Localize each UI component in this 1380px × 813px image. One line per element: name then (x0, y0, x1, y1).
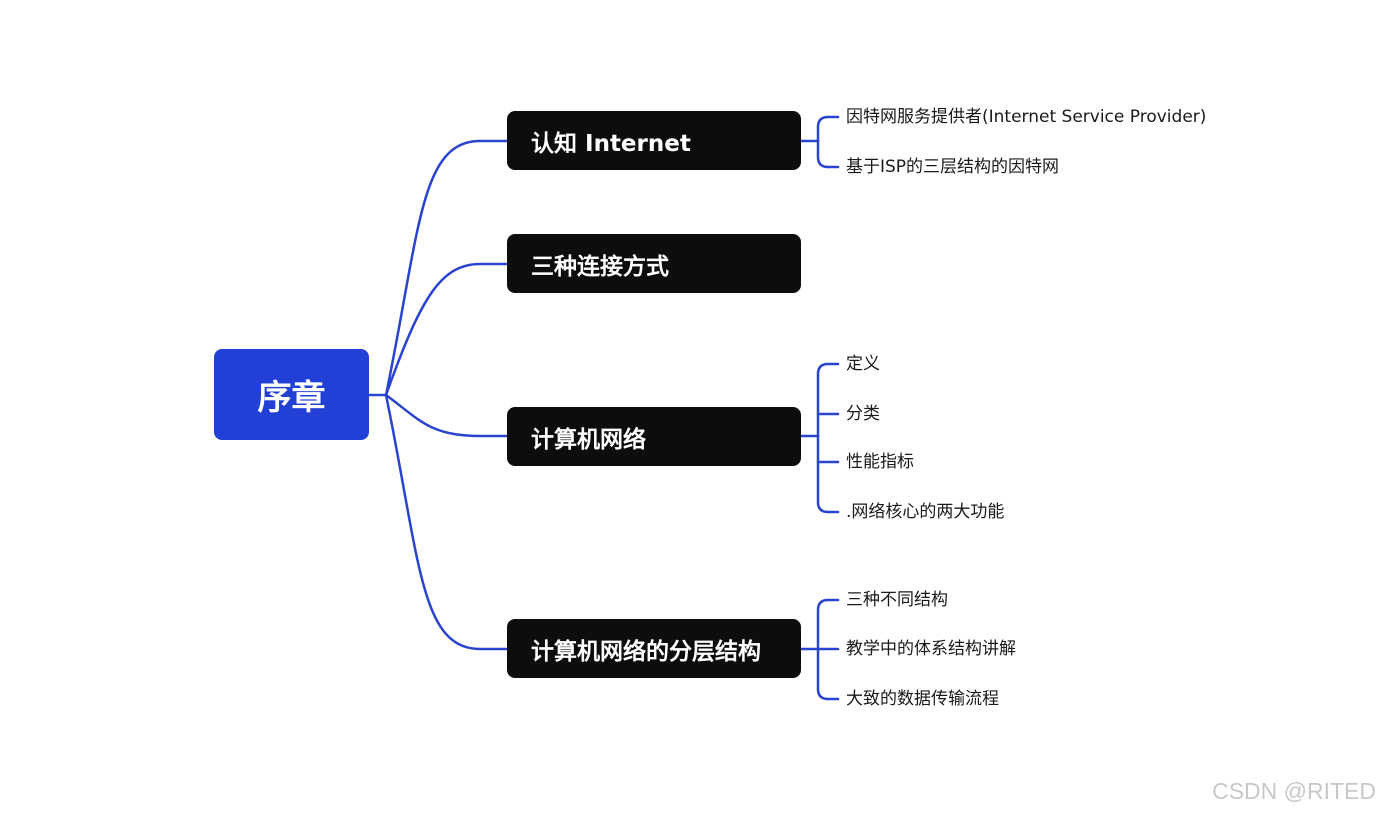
leaf-topic-classification[interactable]: 分类 (846, 404, 880, 424)
leaf-topic-core-functions[interactable]: .网络核心的两大功能 (846, 502, 1005, 522)
watermark-text: CSDN @RITED (1212, 778, 1376, 804)
leaf-topic-three-tier-internet[interactable]: 基于ISP的三层结构的因特网 (846, 157, 1060, 177)
connector-branch-3-bracket (816, 362, 830, 514)
leaf-topic-isp[interactable]: 因特网服务提供者(Internet Service Provider) (846, 107, 1207, 127)
root-topic[interactable]: 序章 (214, 349, 369, 440)
leaf-topic-definition[interactable]: 定义 (846, 354, 880, 374)
branch-topic-computer-network[interactable]: 计算机网络 (507, 407, 801, 466)
connector-root-branch-1 (367, 139, 509, 397)
leaf-topic-three-structures[interactable]: 三种不同结构 (846, 590, 948, 610)
branch-topic-connection-methods[interactable]: 三种连接方式 (507, 234, 801, 293)
branch-topic-internet[interactable]: 认知 Internet (507, 111, 801, 170)
branch-topic-layered-structure[interactable]: 计算机网络的分层结构 (507, 619, 801, 678)
connector-root-branch-3 (384, 393, 509, 438)
connector-root-branch-2 (384, 262, 509, 397)
leaf-topic-teaching-architecture[interactable]: 教学中的体系结构讲解 (846, 639, 1016, 659)
connector-branch-1-bracket (816, 115, 830, 169)
leaf-topic-data-flow[interactable]: 大致的数据传输流程 (846, 689, 999, 709)
connector-root-branch-4 (384, 393, 509, 651)
leaf-topic-performance-metrics[interactable]: 性能指标 (846, 452, 914, 472)
